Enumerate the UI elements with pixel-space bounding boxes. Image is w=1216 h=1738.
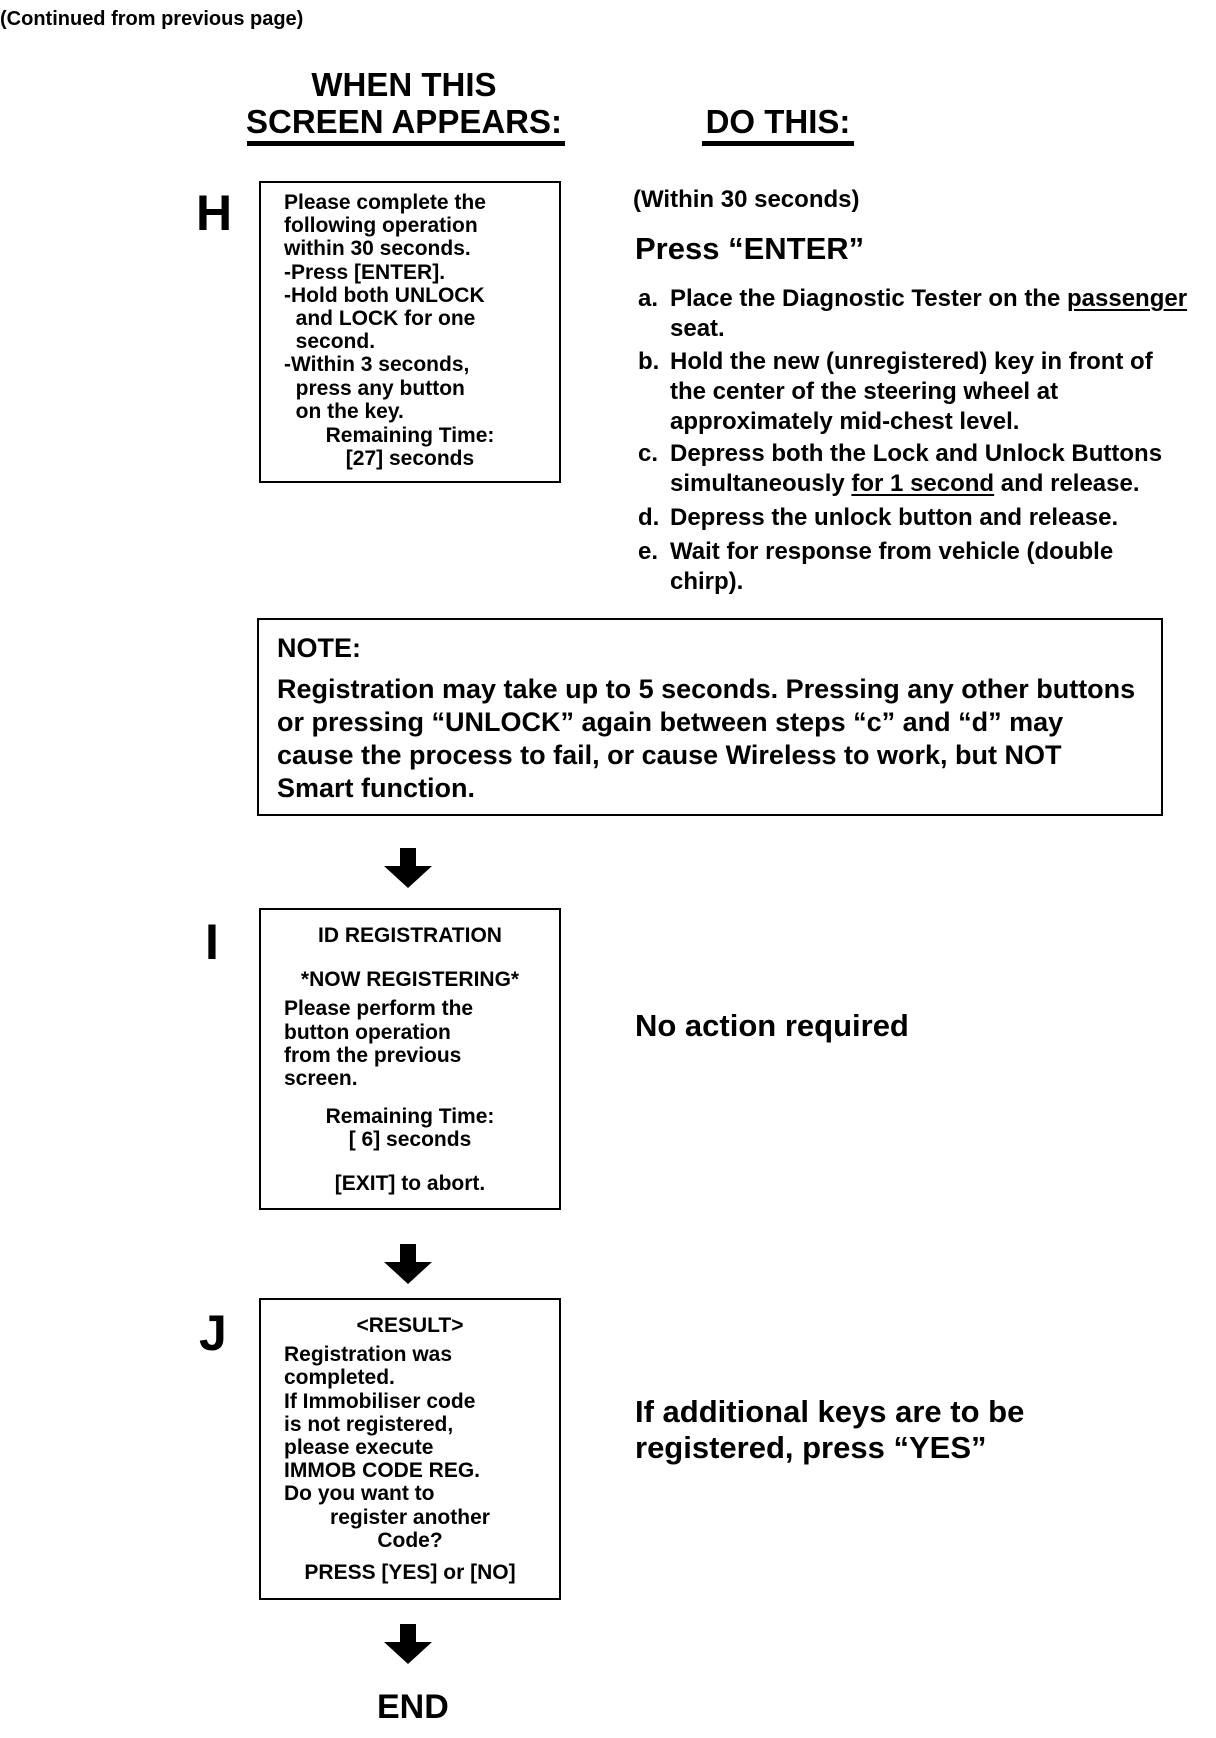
screen-line: Code? [377,1528,443,1552]
instruction-marker: c. [638,440,659,467]
instruction-text-part: Depress the unlock button and release. [670,504,1119,531]
additional-keys-line1: If additional keys are to be [635,1394,1025,1429]
left-header-underline [247,141,565,146]
press-enter-instruction: Press “ENTER” [635,231,865,266]
screen-line: Please perform the [284,997,474,1021]
additional-keys-text: If additional keys are to be registered,… [635,1394,1024,1466]
end-label: END [377,1688,449,1726]
screen-line: screen. [284,1067,358,1091]
instruction-text: Depress the unlock button and release. [670,503,1190,533]
screen-h-remaining-label: Remaining Time: [325,424,495,448]
screen-line: from the previous [284,1043,462,1067]
screen-line: please execute [284,1436,434,1460]
screen-i-exit: [EXIT] to abort. [334,1171,486,1195]
instruction-marker: e. [638,538,659,565]
screen-line: button operation [284,1020,451,1044]
instruction-marker: b. [638,348,660,375]
screen-i-status: *NOW REGISTERING* [300,968,520,992]
instruction-text-part: Depress both the Lock and Unlock Buttons… [670,440,1163,497]
down-arrow-icon [384,1244,432,1284]
screen-line: Please complete the [284,191,486,214]
instruction-text-part: Place the Diagnostic Tester on the [670,285,1067,312]
screen-line: -Within 3 seconds, [284,353,470,377]
screen-line: within 30 seconds. [284,237,471,261]
screen-h-remaining-value: [27] seconds [345,447,475,471]
screen-line: Registration was [284,1343,453,1367]
instruction-text: Depress both the Lock and Unlock Buttons… [670,439,1190,499]
instruction-text-part: Hold the new (unregistered) key in front… [670,348,1153,435]
note-box: NOTE: Registration may take up to 5 seco… [257,618,1163,816]
step-letter-j: J [199,1305,227,1361]
instruction-text-part: Wait for response from vehicle (double c… [670,538,1114,595]
instruction-emphasis: passenger [1066,285,1188,312]
screen-j-prompt: PRESS [YES] or [NO] [304,1561,516,1585]
screen-i: ID REGISTRATION *NOW REGISTERING* Please… [259,908,561,1210]
screen-line: following operation [284,214,478,238]
screen-line: IMMOB CODE REG. [284,1459,481,1483]
instruction-marker: d. [638,504,660,531]
note-title: NOTE: [277,633,361,663]
screen-line: -Press [ENTER]. [284,260,446,284]
screen-line: If Immobiliser code [284,1389,476,1413]
instruction-emphasis: for 1 second [851,470,995,497]
left-header-line1: WHEN THIS [311,66,497,103]
instruction-text: Hold the new (unregistered) key in front… [670,347,1190,437]
left-column-header: WHEN THIS SCREEN APPEARS: [245,66,563,140]
down-arrow-icon [384,848,432,888]
right-header-underline [702,141,854,146]
instruction-text: Wait for response from vehicle (double c… [670,537,1190,597]
screen-line: -Hold both UNLOCK [284,283,485,307]
step-letter-i: I [205,914,219,970]
additional-keys-line2: registered, press “YES” [635,1430,987,1465]
screen-line: press any button [284,376,465,400]
instruction-text: Place the Diagnostic Tester on the passe… [670,284,1190,344]
screen-line: second. [284,330,376,354]
instruction-marker: a. [638,285,659,312]
screen-line: register another [330,1505,490,1529]
timing-note: (Within 30 seconds) [633,186,860,213]
screen-line: on the key. [284,399,404,423]
screen-line: is not registered, [284,1412,454,1436]
screen-line: completed. [284,1366,395,1390]
screen-i-remaining-label: Remaining Time: [325,1105,495,1129]
screen-line: Do you want to [284,1482,435,1506]
instruction-text-part: seat. [670,315,725,342]
no-action-text: No action required [635,1008,909,1043]
instruction-text-part: and release. [994,470,1140,497]
left-header-line2: SCREEN APPEARS: [246,103,562,140]
right-column-header: DO THIS: [705,103,851,140]
continued-label: (Continued from previous page) [0,8,304,30]
down-arrow-icon [384,1624,432,1664]
note-text: Registration may take up to 5 seconds. P… [277,674,1136,803]
screen-j-title: <RESULT> [356,1314,464,1337]
screen-i-remaining-value: [ 6] seconds [348,1128,472,1152]
screen-line: and LOCK for one [284,307,476,331]
step-letter-h: H [196,185,233,241]
screen-i-title: ID REGISTRATION [318,924,502,947]
